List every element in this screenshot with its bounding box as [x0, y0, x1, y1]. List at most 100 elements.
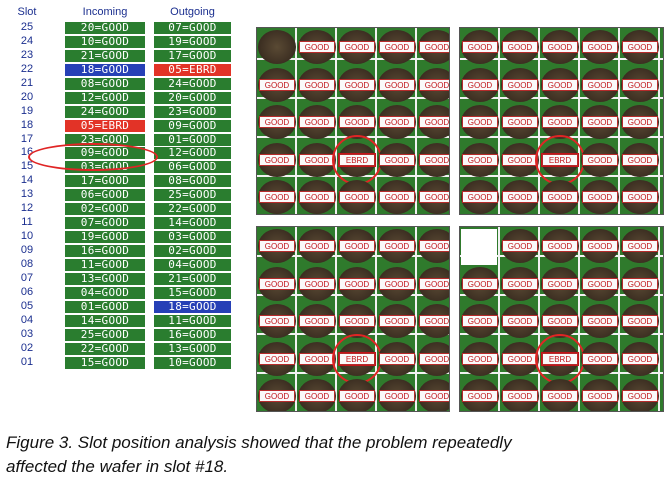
die: GOOD [298, 266, 336, 301]
die: GOOD [418, 30, 449, 64]
die-label-good: GOOD [339, 390, 375, 402]
die: GOOD [258, 67, 296, 102]
table-row: 05 01=GOOD 18=GOOD [8, 300, 236, 314]
die: GOOD [581, 67, 619, 102]
die-label-good: GOOD [259, 315, 295, 327]
die-label-good: GOOD [502, 116, 538, 128]
slot-number: 18 [20, 118, 34, 131]
slot-number: 05 [20, 299, 34, 312]
die: GOOD [378, 67, 416, 102]
die: GOOD [378, 304, 416, 338]
die: GOOD [418, 180, 449, 214]
die-label-good: GOOD [502, 240, 538, 252]
die-label-good: GOOD [419, 390, 449, 402]
die: GOOD [501, 142, 539, 177]
die: GOOD [501, 67, 539, 102]
die: GOOD [338, 180, 376, 214]
die: GOOD [378, 229, 416, 263]
die-label-good: GOOD [542, 390, 578, 402]
die-label-ebrd: EBRD [338, 351, 376, 366]
die-label-good: GOOD [502, 78, 538, 91]
die: GOOD [338, 105, 376, 139]
die: GOOD [621, 266, 659, 301]
empty-die [461, 229, 497, 265]
die-label-good: GOOD [462, 153, 498, 166]
slot-number: 04 [20, 313, 34, 326]
die: GOOD [461, 304, 499, 338]
die-label-good: GOOD [299, 390, 335, 402]
die: GOOD [621, 105, 659, 139]
die-label-good: GOOD [419, 240, 449, 252]
die-label-good: GOOD [299, 277, 335, 290]
incoming-cell: 13=GOOD [65, 272, 145, 285]
die: GOOD [501, 105, 539, 139]
outgoing-cell: 19=GOOD [154, 35, 231, 48]
outgoing-cell: 17=GOOD [154, 49, 231, 62]
die-label-good: GOOD [462, 78, 498, 91]
die: GOOD [621, 67, 659, 102]
die: EBRD [338, 341, 376, 376]
incoming-cell: 05=EBRD [65, 119, 145, 132]
die-label-good: GOOD [502, 41, 538, 53]
die-label-good: GOOD [542, 78, 578, 91]
slot-number: 14 [20, 174, 34, 187]
die-label-good: GOOD [339, 41, 375, 53]
caption-line-2: affected the wafer in slot #18. [6, 457, 229, 476]
die: GOOD [621, 341, 659, 376]
die-label-good: GOOD [259, 116, 295, 128]
outgoing-cell: 06=GOOD [154, 161, 231, 174]
incoming-cell: 17=GOOD [65, 175, 145, 188]
die: GOOD [621, 180, 659, 214]
die: GOOD [461, 341, 499, 376]
die-label-good: GOOD [419, 352, 449, 365]
die: GOOD [418, 341, 449, 376]
die-label-good: GOOD [299, 153, 335, 166]
die-label-good: GOOD [299, 191, 335, 203]
outgoing-cell: 18=GOOD [154, 300, 231, 313]
slot-number: 12 [20, 202, 34, 215]
die: GOOD [378, 341, 416, 376]
die-label-good: GOOD [419, 191, 449, 203]
outgoing-cell: 05=EBRD [154, 63, 231, 76]
slot-number: 19 [20, 104, 34, 117]
slot-number: 06 [20, 285, 34, 298]
incoming-cell: 25=GOOD [65, 328, 145, 341]
outgoing-cell: 01=GOOD [154, 133, 231, 146]
die: GOOD [298, 180, 336, 214]
die: GOOD [298, 105, 336, 139]
die-label-good: GOOD [379, 315, 415, 327]
die-label-good: GOOD [582, 390, 618, 402]
die: GOOD [338, 229, 376, 263]
die: GOOD [298, 229, 336, 263]
die: GOOD [418, 266, 449, 301]
slot-number: 16 [20, 146, 34, 159]
die: GOOD [541, 379, 579, 411]
slot-number: 22 [20, 62, 34, 75]
die: EBRD [338, 142, 376, 177]
incoming-cell: 24=GOOD [65, 105, 145, 118]
incoming-cell: 01=GOOD [65, 300, 145, 313]
die: GOOD [298, 142, 336, 177]
die-label-good: GOOD [462, 315, 498, 327]
die-label-good: GOOD [582, 240, 618, 252]
die-label-good: GOOD [419, 116, 449, 128]
incoming-cell: 19=GOOD [65, 231, 145, 244]
die-label-good: GOOD [339, 78, 375, 91]
slot-number: 24 [20, 34, 34, 47]
slot-number: 11 [21, 216, 33, 229]
die-label-good: GOOD [622, 315, 658, 327]
die-label-good: GOOD [299, 78, 335, 91]
die: GOOD [298, 304, 336, 338]
die-label-good: GOOD [582, 116, 618, 128]
incoming-cell: 06=GOOD [65, 189, 145, 202]
